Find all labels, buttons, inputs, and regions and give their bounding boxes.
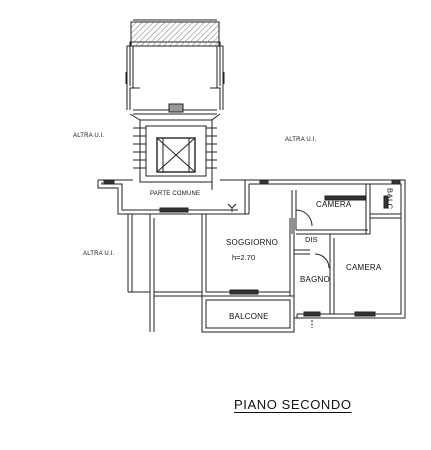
- label-altra-ui-left-bottom: ALTRA U.I.: [83, 251, 115, 257]
- label-altra-ui-left-top: ALTRA U.I.: [73, 133, 105, 139]
- label-dis: DIS: [305, 235, 318, 244]
- plan-title: PIANO SECONDO: [234, 397, 352, 412]
- label-soggiorno: SOGGIORNO: [226, 238, 279, 247]
- inner-partitions: [291, 184, 401, 317]
- label-balcone: BALCONE: [229, 312, 269, 321]
- wall-markers: [103, 72, 401, 328]
- stair-block: [129, 113, 221, 183]
- label-soggiorno-height: h=2.70: [232, 253, 256, 262]
- left-column: [127, 214, 202, 332]
- label-balc: BALC: [385, 188, 395, 210]
- common-corridor: [97, 179, 246, 215]
- balcony: [201, 295, 297, 333]
- label-bagno: BAGNO: [300, 275, 330, 284]
- apartment-walls: [201, 179, 406, 319]
- tower-walls: [126, 19, 224, 115]
- label-camera-right: CAMERA: [346, 263, 382, 272]
- label-camera-top: CAMERA: [316, 200, 352, 209]
- label-parte-comune: PARTE COMUNE: [150, 191, 201, 197]
- label-altra-ui-right: ALTRA U.I.: [285, 137, 317, 143]
